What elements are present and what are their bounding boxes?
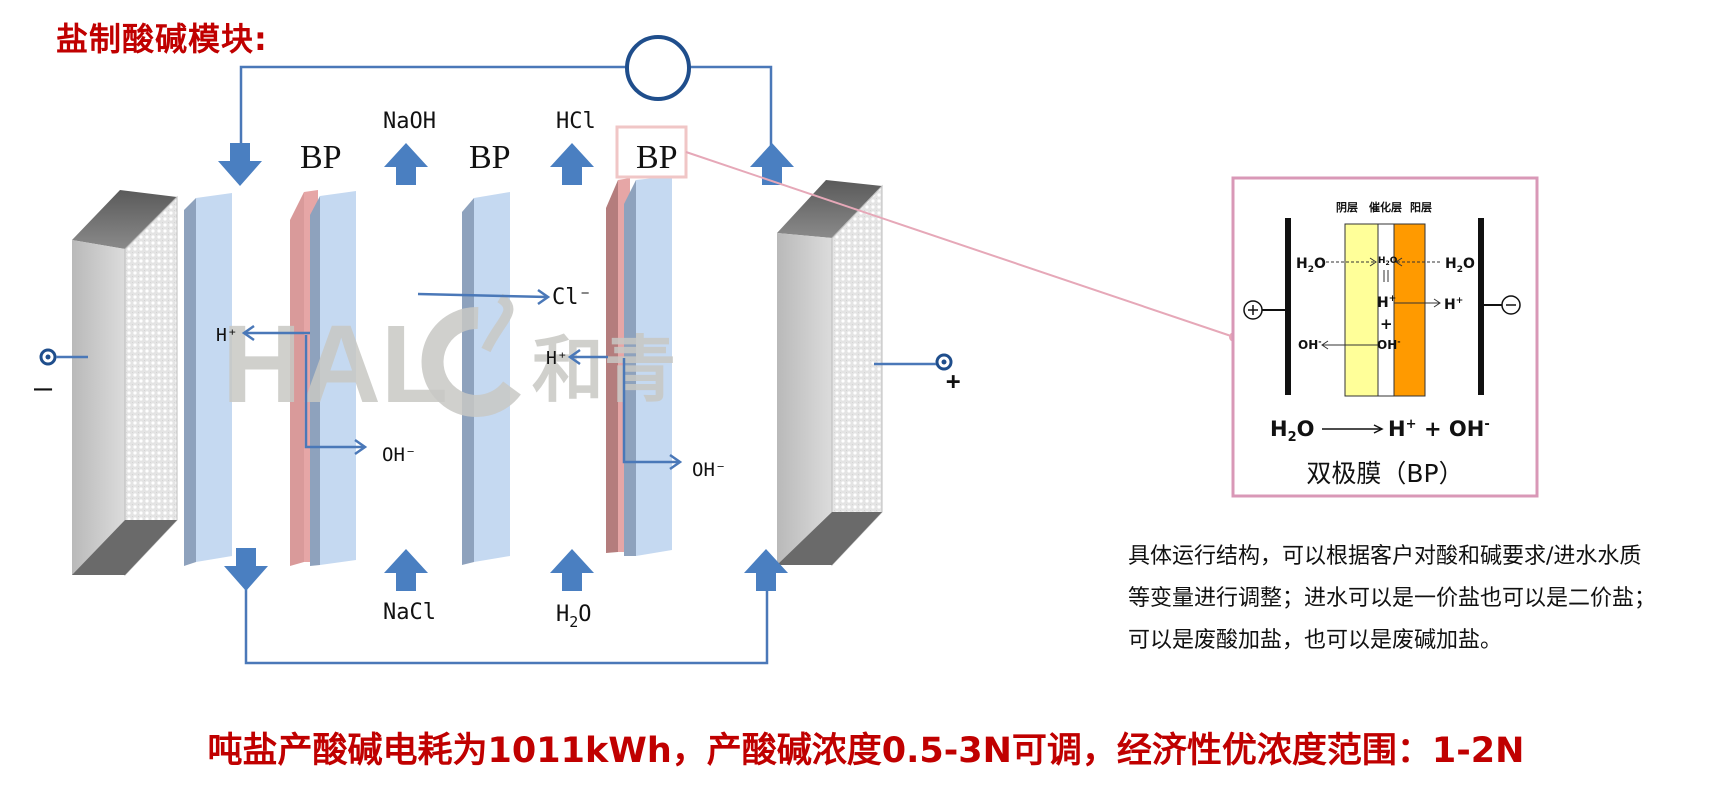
inset-caption: 双极膜（BP） [1306,459,1463,488]
anode-electrode [777,180,883,567]
bp-label: BP [469,139,511,176]
membrane-bp-1 [290,190,356,566]
arrow-up-icon [750,143,794,185]
nacl-label: NaCl [383,600,436,625]
watermark-latin: HAL [222,303,448,426]
description-line: 具体运行结构，可以根据客户对酸和碱要求/进水水质 [1128,544,1642,569]
svg-text:OH-: OH- [1298,337,1322,352]
ion-arrows [241,288,683,471]
svg-text:H2O: H2O [1270,417,1314,445]
svg-text:阳层: 阳层 [1410,200,1432,214]
watermark-logo-icon [421,293,521,417]
bp-label: BP [300,139,342,176]
arrow-down-icon [224,548,268,591]
svg-text:H2O: H2O [1378,256,1398,267]
plus-sign: + [946,367,960,395]
anode-terminal [874,353,953,371]
arrow-up-icon [550,549,594,591]
circuit-wire [239,65,773,665]
arrow-up-icon [744,549,788,591]
callout-line [685,151,1235,338]
svg-text:OH-: OH- [1377,337,1401,352]
cathode-terminal [39,348,88,366]
svg-text:+: + [1380,315,1393,333]
svg-text:H+: H+ [1377,294,1396,311]
svg-text:阴层: 阴层 [1336,200,1358,214]
description-line: 可以是废酸加盐，也可以是废碱加盐。 [1128,628,1503,653]
svg-text:H2O: H2O [1296,256,1326,275]
oh-ion-label: OH⁻ [382,444,416,466]
description-line: 等变量进行调整；进水可以是一价盐也可以是二价盐； [1128,586,1657,611]
svg-text:H+: H+ [1388,417,1416,441]
membrane-3 [462,192,510,565]
watermark-chinese: 和青 [532,328,676,412]
h-ion-label: H⁺ [546,348,568,369]
h-ion-label: H⁺ [216,325,238,346]
cathode-electrode [72,190,178,577]
svg-text:H+: H+ [1444,296,1463,313]
oh-ion-label: OH⁻ [692,459,726,481]
svg-text:H2O: H2O [1445,256,1475,275]
svg-text:+ OH-: + OH- [1424,417,1490,441]
page-title: 盐制酸碱模块: [56,20,268,58]
naoh-label: NaOH [383,109,436,134]
arrow-up-icon [384,549,428,591]
bipolar-membrane-inset: 阴层 催化层 阳层 H2O H2O H2O H+ H+ + OH- OH- H2… [1231,176,1539,498]
minus-sign: – [34,371,53,406]
arrow-up-icon [550,143,594,185]
membrane-1 [184,193,232,566]
arrow-down-icon [218,143,262,186]
hcl-label: HCl [556,109,596,134]
flow-arrows [218,143,794,591]
description-text: 具体运行结构，可以根据客户对酸和碱要求/进水水质 等变量进行调整；进水可以是一价… [1128,536,1703,662]
svg-text:催化层: 催化层 [1369,200,1402,214]
cl-ion-label: Cl⁻ [552,285,592,310]
power-source-icon [625,35,691,101]
arrow-up-icon [384,143,428,185]
bp-label: BP [636,139,678,176]
summary-text: 吨盐产酸碱电耗为1011kWh，产酸碱浓度0.5-3N可调，经济性优浓度范围：1… [207,731,1525,771]
h2o-label: H2O [556,602,592,631]
